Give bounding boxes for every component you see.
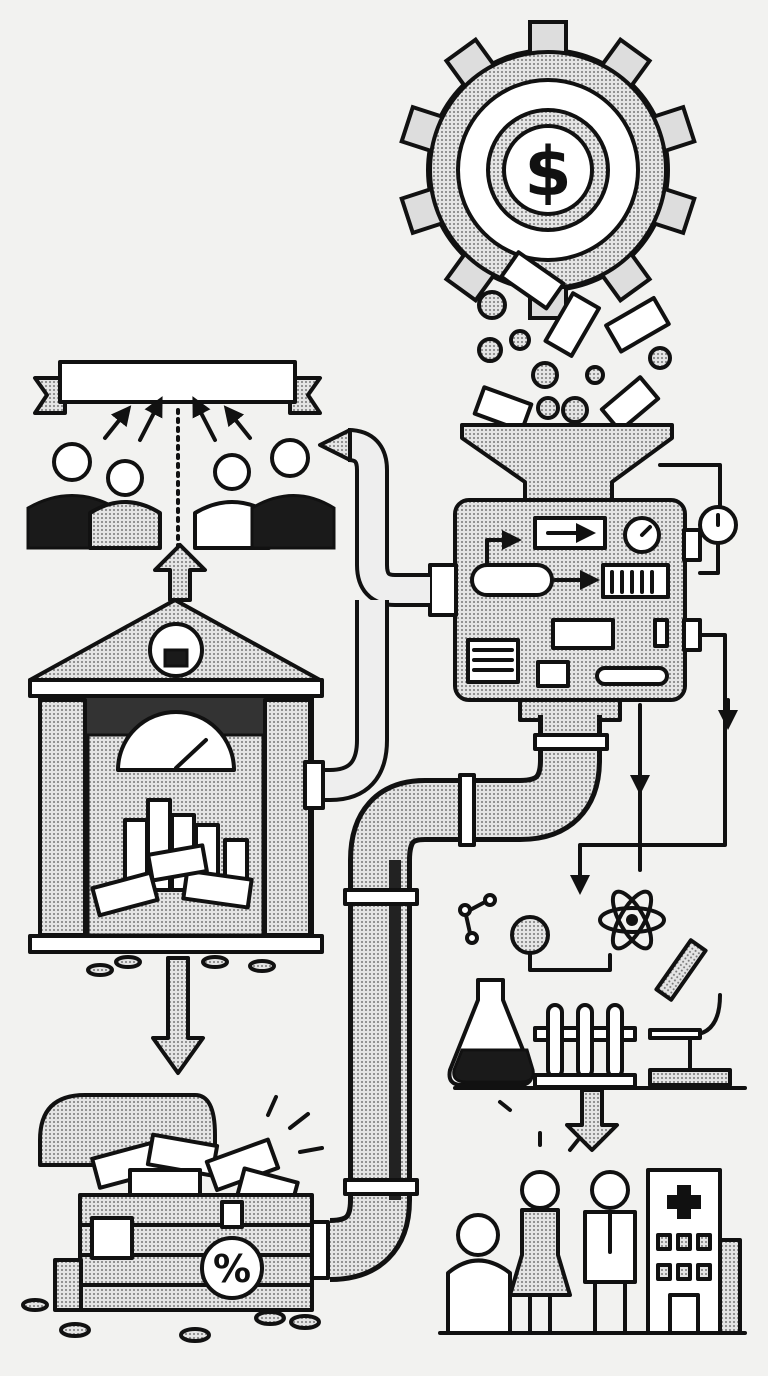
atom-icon [598,889,666,951]
arrow-down [151,956,205,1075]
upper-pipe [303,428,430,810]
test-tube-rack [533,1003,637,1089]
flow-lines [570,633,738,895]
round-flask-icon [510,915,550,955]
hospital-building [646,1168,742,1335]
coin-stacks [90,798,254,918]
molecule-icon [458,893,497,945]
doctor [583,1170,637,1335]
timer-gauge [658,463,738,575]
treasure-chest: % [21,1093,324,1343]
nurse [446,1213,512,1335]
person [250,438,336,550]
community-and-hospital [438,1100,747,1335]
gauge-icon [116,710,236,772]
dollar-sign-icon: $ [524,133,571,212]
funnel [460,423,674,507]
main-pipe [310,715,609,1282]
microscope-icon [648,938,732,1087]
falling-money [472,250,672,433]
bank-vault [28,598,324,977]
upward-arrows [103,396,252,552]
investors-group [26,438,336,550]
percent-icon: % [213,1247,251,1291]
processing-machine [428,498,702,722]
money-gear: $ [399,20,697,320]
flask-icon [447,978,535,1087]
banner [33,360,322,415]
person [88,459,162,550]
woman [508,1170,572,1335]
arrow-up [153,543,207,602]
keyhole-icon [220,1200,244,1229]
arrow-down-to-community [565,1088,619,1152]
science-lab [447,889,747,1090]
